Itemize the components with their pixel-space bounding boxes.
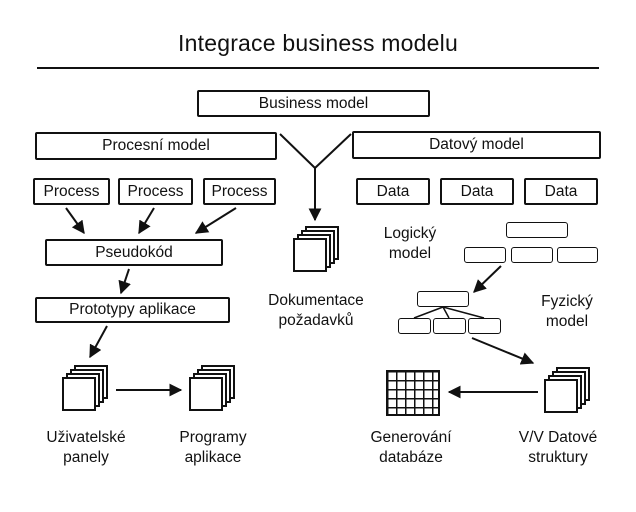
node-process-3: Process bbox=[203, 178, 276, 205]
physical-model-parent-box bbox=[417, 291, 469, 307]
physical-model-child-box bbox=[468, 318, 501, 334]
physical-model-child-box bbox=[433, 318, 466, 334]
label-dokumentace-pozadavku: Dokumentace požadavků bbox=[268, 292, 364, 330]
label-generovani-databaze: Generování databáze bbox=[370, 429, 452, 467]
arrow-pseudokod-prototypy bbox=[118, 268, 131, 295]
tree-line-right bbox=[442, 306, 485, 319]
label-fyzicky-model: Fyzický model bbox=[541, 293, 593, 331]
physical-model-child-box bbox=[398, 318, 431, 334]
logical-model-child-box bbox=[464, 247, 506, 263]
label-programy-aplikace: Programy aplikace bbox=[179, 429, 247, 467]
node-process-2: Process bbox=[118, 178, 193, 205]
document-stack-icon bbox=[189, 365, 235, 411]
edge-v-left bbox=[279, 133, 316, 169]
node-data-1: Data bbox=[356, 178, 430, 205]
arrow-fyzicky-vv bbox=[471, 337, 535, 365]
logical-model-parent-box bbox=[506, 222, 568, 238]
logical-model-child-box bbox=[557, 247, 598, 263]
label-vv-datove-struktury: V/V Datové struktury bbox=[518, 429, 598, 467]
tree-line-mid bbox=[442, 306, 450, 319]
title-underline bbox=[37, 67, 599, 69]
arrow-process3-pseudokod bbox=[194, 207, 237, 234]
stack-layer bbox=[544, 379, 578, 413]
node-data-2: Data bbox=[440, 178, 514, 205]
label-logicky-model: Logický model bbox=[383, 225, 437, 263]
diagram-title: Integrace business modelu bbox=[178, 30, 458, 56]
logical-model-child-box bbox=[511, 247, 553, 263]
tree-line-left bbox=[413, 306, 444, 319]
document-stack-icon bbox=[62, 365, 108, 411]
document-stack-icon bbox=[293, 226, 339, 272]
node-datovy-model: Datový model bbox=[352, 131, 601, 159]
arrow-process2-pseudokod bbox=[138, 207, 155, 235]
database-grid-icon bbox=[386, 370, 440, 416]
stack-layer bbox=[293, 238, 327, 272]
label-uzivatelske-panely: Uživatelské panely bbox=[46, 429, 126, 467]
node-business-model: Business model bbox=[197, 90, 430, 117]
arrow-process1-pseudokod bbox=[65, 207, 85, 235]
document-stack-icon bbox=[544, 367, 590, 413]
edge-v-right bbox=[314, 133, 352, 169]
arrow-prototypy-panely bbox=[89, 325, 108, 359]
node-prototypy-aplikace: Prototypy aplikace bbox=[35, 297, 230, 323]
stack-layer bbox=[62, 377, 96, 411]
node-pseudokod: Pseudokód bbox=[45, 239, 223, 266]
arrow-logicky-fyzicky bbox=[473, 265, 502, 293]
node-data-3: Data bbox=[524, 178, 598, 205]
stack-layer bbox=[189, 377, 223, 411]
node-procesni-model: Procesní model bbox=[35, 132, 277, 160]
node-process-1: Process bbox=[33, 178, 110, 205]
